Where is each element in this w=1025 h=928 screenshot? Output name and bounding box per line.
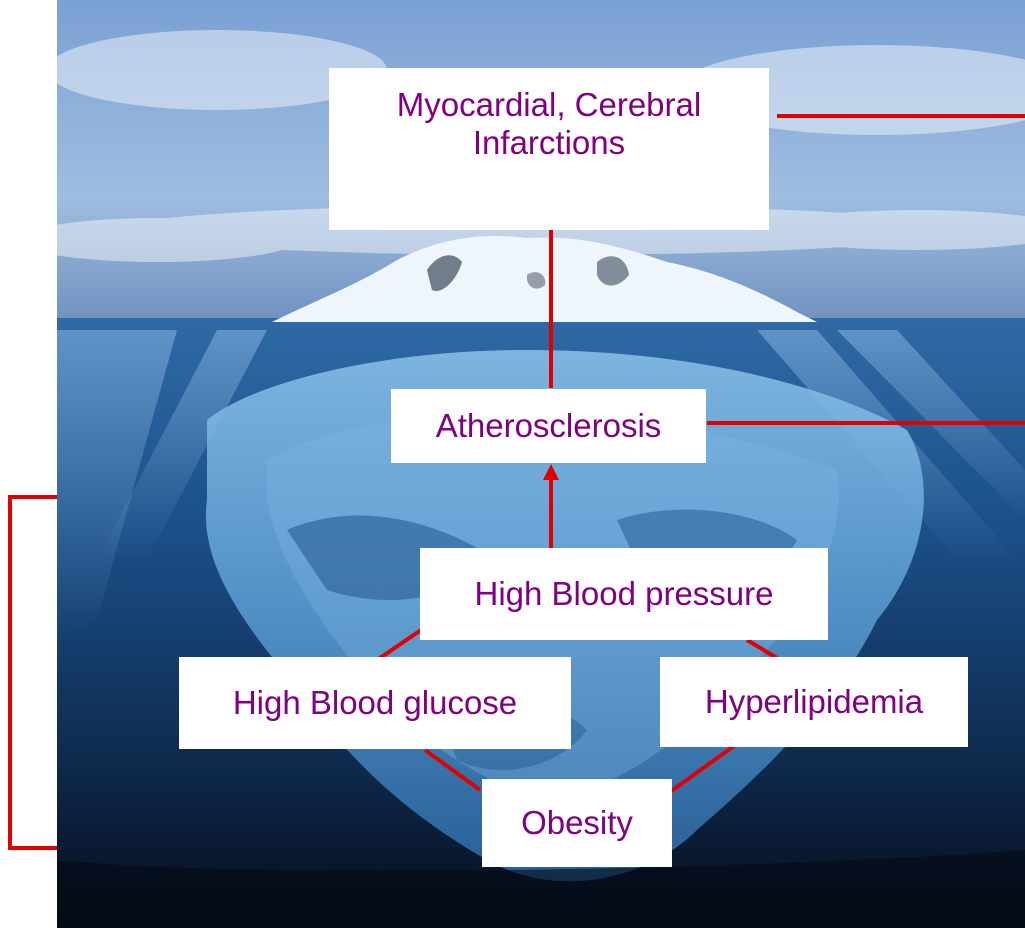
node-infarctions: Myocardial, Cerebral Infarctions [329, 68, 769, 230]
bracket-left [10, 497, 57, 848]
node-hyperlipidemia: Hyperlipidemia [660, 657, 968, 747]
node-obesity: Obesity [482, 779, 672, 867]
node-atherosclerosis: Atherosclerosis [391, 389, 706, 463]
node-high-blood-pressure: High Blood pressure [420, 548, 828, 640]
node-high-blood-glucose: High Blood glucose [179, 657, 571, 749]
